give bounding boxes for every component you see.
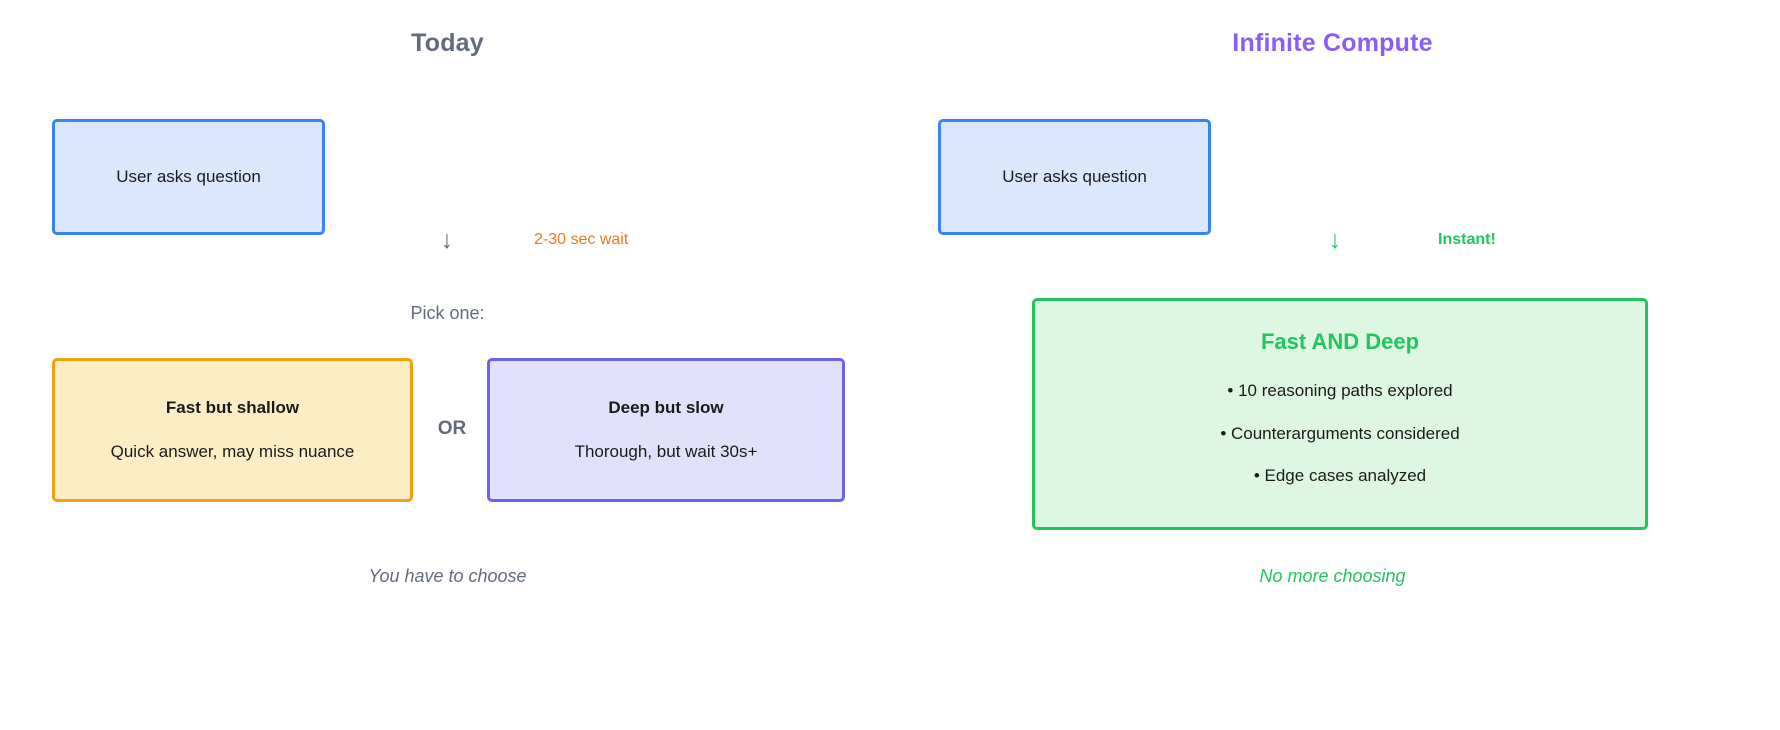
list-item: • Edge cases analyzed — [1253, 466, 1427, 486]
or-connector-label: OR — [437, 418, 467, 439]
right-footer-caption: No more choosing — [1259, 566, 1406, 586]
left-footer-caption: You have to choose — [368, 566, 527, 586]
result-fast-and-deep-title: Fast AND Deep — [1260, 329, 1420, 354]
panel-title-infinite-compute: Infinite Compute — [1232, 29, 1433, 57]
right-latency-label: Instant! — [1438, 231, 1496, 248]
left-user-question-box: User asks question — [52, 119, 325, 235]
arrow-down-icon-right: ↓ — [1328, 226, 1342, 254]
option-fast-but-shallow-title: Fast but shallow — [165, 397, 300, 417]
list-item: • Counterarguments considered — [1220, 423, 1460, 443]
result-fast-and-deep: Fast AND Deep • 10 reasoning paths explo… — [1032, 298, 1648, 530]
arrow-down-icon-left: ↓ — [440, 226, 454, 254]
option-deep-but-slow-subtitle: Thorough, but wait 30s+ — [574, 442, 758, 461]
option-deep-but-slow[interactable]: Deep but slow Thorough, but wait 30s+ — [487, 358, 845, 502]
panel-title-today: Today — [411, 29, 484, 57]
result-bullet-list: • 10 reasoning paths explored • Countera… — [1035, 381, 1645, 486]
pick-one-prompt: Pick one: — [410, 303, 485, 323]
right-user-question-box: User asks question — [938, 119, 1211, 235]
list-item: • 10 reasoning paths explored — [1227, 381, 1453, 401]
option-fast-but-shallow-subtitle: Quick answer, may miss nuance — [110, 442, 355, 461]
option-deep-but-slow-title: Deep but slow — [608, 397, 724, 417]
left-user-question-label: User asks question — [116, 166, 261, 186]
option-fast-but-shallow[interactable]: Fast but shallow Quick answer, may miss … — [52, 358, 413, 502]
right-user-question-label: User asks question — [1002, 166, 1147, 186]
left-latency-label: 2-30 sec wait — [534, 231, 629, 248]
